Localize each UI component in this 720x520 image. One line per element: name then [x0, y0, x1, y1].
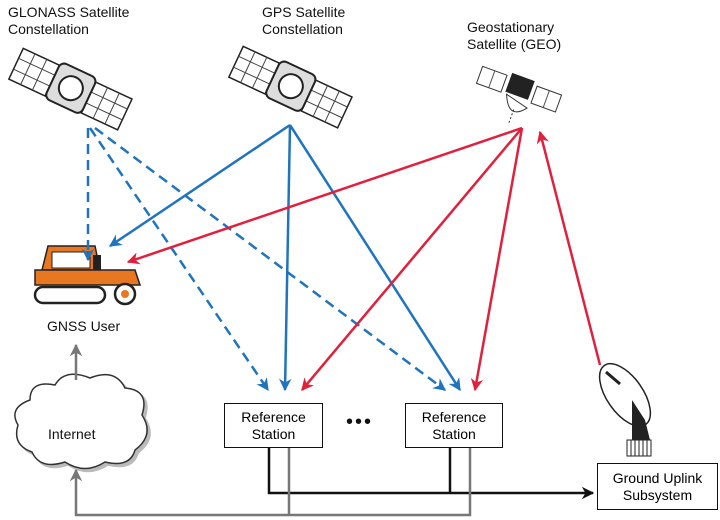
internet-cloud-shape	[14, 373, 148, 470]
gps-to-ref2-link	[288, 124, 462, 392]
geo-satellite-icon	[475, 65, 563, 125]
glonass-to-ref2-link	[94, 126, 447, 392]
uplink-to-geo-link	[536, 130, 602, 366]
ref-to-internet-link	[69, 448, 472, 517]
geo-label: Geostationary Satellite (GEO)	[467, 19, 562, 52]
internet-label: Internet	[48, 426, 96, 442]
geo-to-ref1-link	[301, 127, 523, 391]
tractor-icon	[33, 245, 142, 306]
geo-to-user-link	[126, 126, 523, 265]
satellite-dish-icon	[598, 363, 652, 457]
gps-label: GPS Satellite Constellation	[262, 4, 346, 37]
reference-station-2: Reference Station	[405, 403, 503, 448]
glonass-to-ref1-link	[88, 127, 270, 392]
reference-station-1: Reference Station	[224, 403, 323, 448]
ellipsis: •••	[346, 411, 374, 433]
glonass-satellite-icon	[7, 47, 133, 131]
glonass-label: GLONASS Satellite Constellation	[8, 4, 130, 37]
gps-to-user-link	[108, 123, 291, 248]
gps-satellite-icon	[227, 45, 353, 129]
geo-to-ref2-link	[470, 127, 524, 392]
gps-to-ref1-link	[278, 124, 292, 392]
ref-to-uplink-link	[267, 448, 595, 500]
ground-uplink-subsystem: Ground Uplink Subsystem	[597, 463, 718, 510]
gnss-user-label: GNSS User	[47, 318, 121, 334]
